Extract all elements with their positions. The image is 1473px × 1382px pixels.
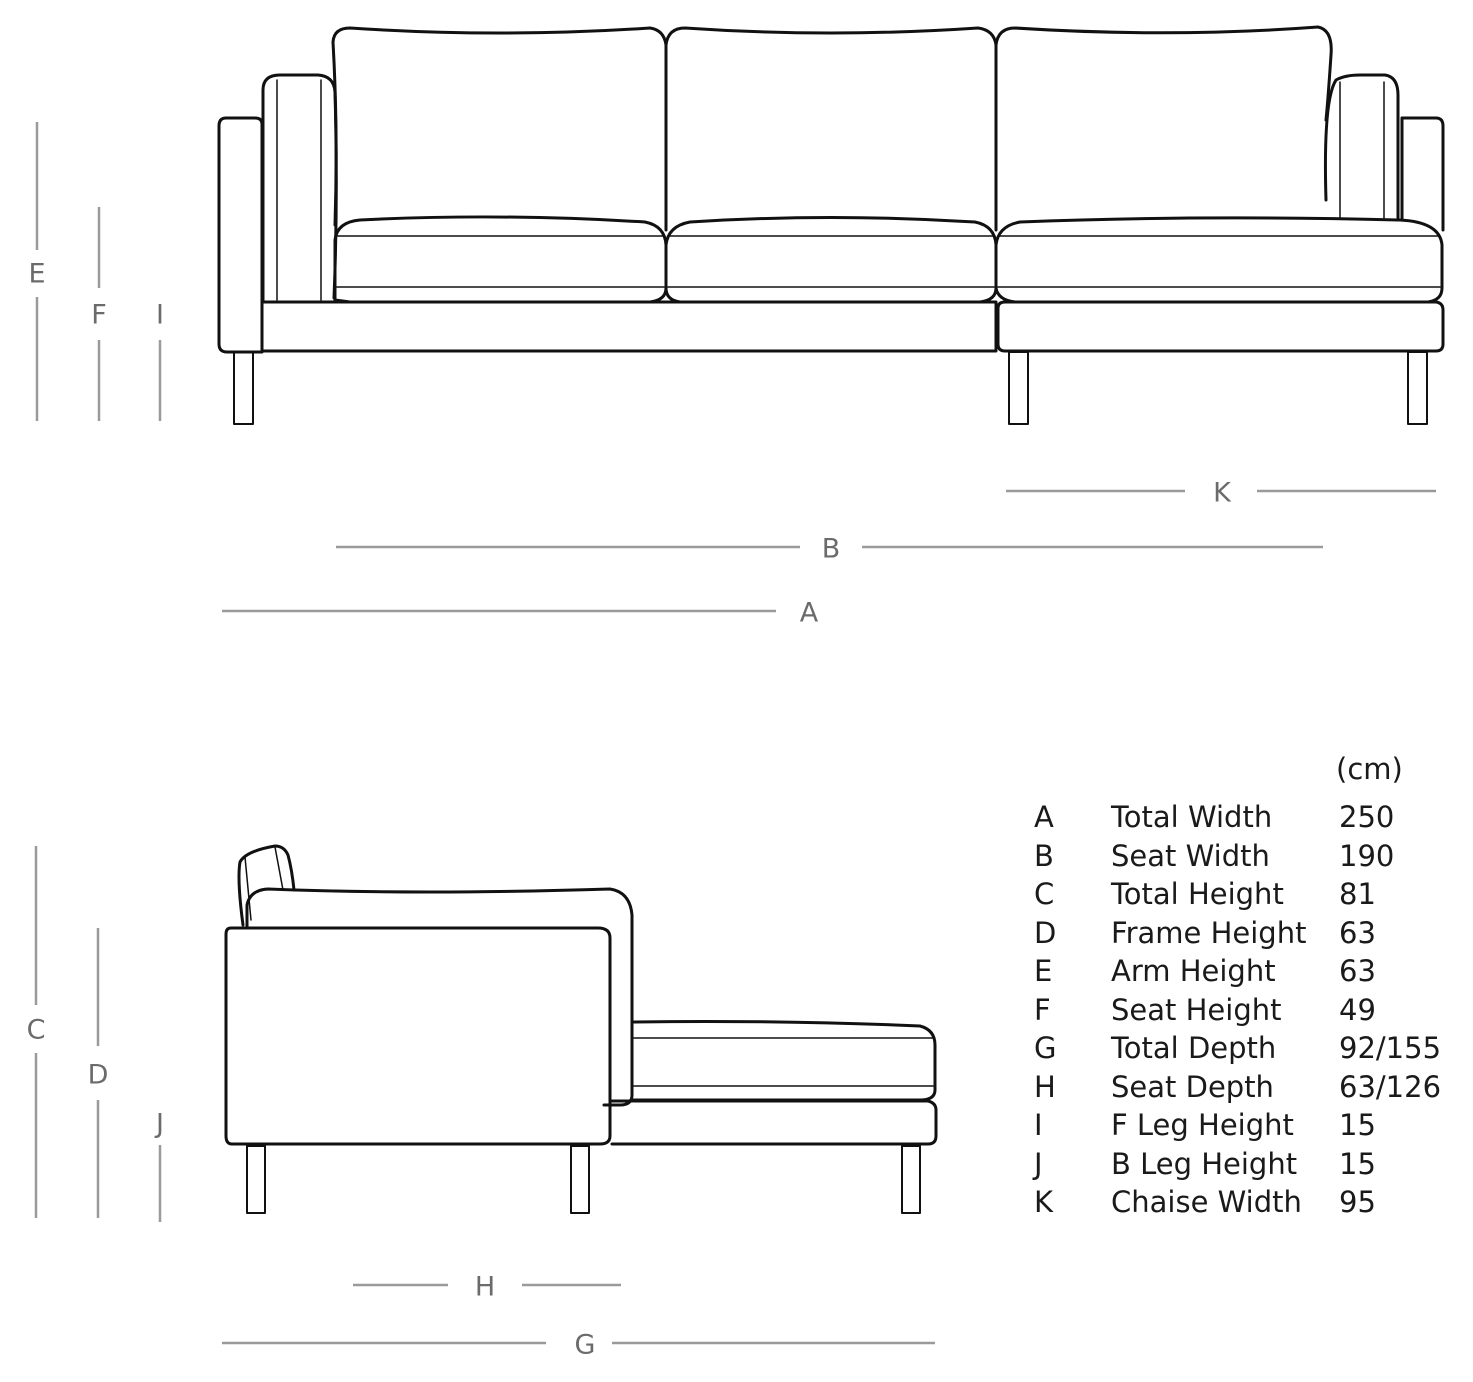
spec-key: D	[1034, 916, 1057, 950]
spec-key: E	[1034, 954, 1053, 988]
spec-key: H	[1034, 1070, 1056, 1104]
spec-name: Frame Height	[1111, 916, 1307, 950]
spec-name: B Leg Height	[1111, 1147, 1298, 1181]
spec-value: 250	[1339, 800, 1395, 834]
spec-name: Seat Depth	[1111, 1070, 1274, 1104]
spec-value: 63	[1339, 954, 1376, 988]
spec-key: G	[1034, 1031, 1057, 1065]
dim-label-b: B	[821, 533, 841, 565]
dim-label-c: C	[26, 1014, 46, 1046]
dim-label-h: H	[474, 1271, 496, 1303]
dim-label-j: J	[156, 1108, 164, 1140]
spec-name: Total Height	[1111, 877, 1284, 911]
dim-label-i: I	[156, 299, 164, 331]
spec-value: 92/155	[1339, 1031, 1442, 1065]
spec-name: Total Depth	[1111, 1031, 1277, 1065]
spec-key: C	[1034, 877, 1055, 911]
spec-value: 95	[1339, 1185, 1376, 1219]
spec-name: Arm Height	[1111, 954, 1276, 988]
spec-value: 15	[1339, 1147, 1376, 1181]
spec-key: J	[1034, 1147, 1043, 1181]
unit-label: (cm)	[1336, 752, 1403, 786]
dim-label-e: E	[28, 258, 46, 290]
spec-value: 63/126	[1339, 1070, 1442, 1104]
spec-value: 49	[1339, 993, 1376, 1027]
spec-value: 190	[1339, 839, 1395, 873]
spec-name: Total Width	[1111, 800, 1273, 834]
spec-name: Seat Height	[1111, 993, 1282, 1027]
dim-label-a: A	[799, 597, 819, 629]
dim-label-f: F	[91, 299, 107, 331]
dim-label-g: G	[574, 1329, 596, 1361]
spec-name: F Leg Height	[1111, 1108, 1294, 1142]
spec-key: K	[1034, 1185, 1054, 1219]
dim-label-k: K	[1213, 477, 1231, 509]
spec-key: I	[1034, 1108, 1043, 1142]
spec-value: 15	[1339, 1108, 1376, 1142]
spec-key: A	[1034, 800, 1054, 834]
dim-label-d: D	[87, 1059, 109, 1091]
spec-key: F	[1034, 993, 1051, 1027]
spec-value: 63	[1339, 916, 1376, 950]
spec-name: Chaise Width	[1111, 1185, 1302, 1219]
spec-key: B	[1034, 839, 1054, 873]
spec-value: 81	[1339, 877, 1376, 911]
spec-name: Seat Width	[1111, 839, 1270, 873]
